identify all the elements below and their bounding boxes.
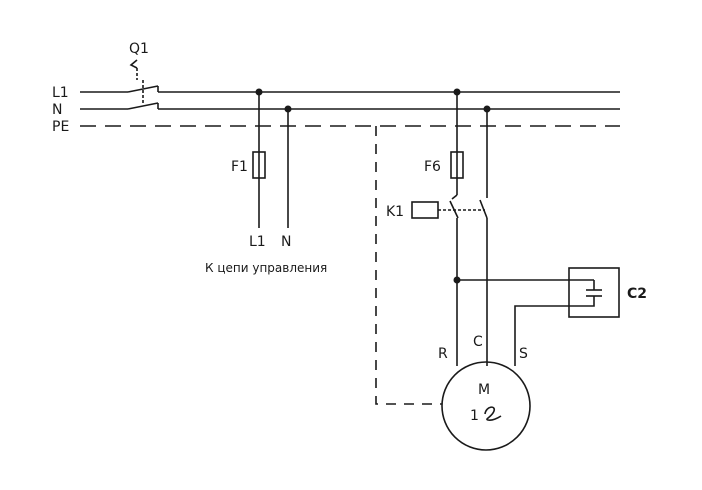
motor-phase: 1 [470, 408, 479, 424]
control-caption: К цепи управления [205, 261, 327, 275]
ac-symbol-icon [484, 406, 502, 421]
motor-terminal-s: S [519, 346, 528, 362]
contactor-label: K1 [386, 204, 404, 220]
breaker-q1: Q1 [127, 41, 159, 110]
motor-terminal-c: C [473, 334, 483, 350]
breaker-label: Q1 [129, 41, 149, 57]
motor-terminal-r: R [438, 346, 448, 362]
control-output-n: N [281, 234, 291, 250]
contactor-coil-k1 [411, 201, 439, 219]
control-output-l1: L1 [249, 234, 266, 250]
fuse-f1-label: F1 [231, 159, 248, 175]
capacitor-c2: C2 [568, 267, 647, 318]
pe-to-motor [375, 126, 442, 405]
fuse-f6-label: F6 [424, 159, 441, 175]
control-branch: F1 L1 N К цепи управления [205, 88, 327, 275]
bus-n-label: N [52, 102, 62, 118]
motor-m: M 1 [441, 361, 531, 451]
motor-symbol: M [478, 382, 490, 398]
motor-branch: F6 K1 R C S [386, 88, 595, 366]
bus-l1-label: L1 [52, 85, 69, 101]
bus-pe-label: PE [52, 119, 69, 135]
capacitor-label: C2 [627, 286, 647, 302]
